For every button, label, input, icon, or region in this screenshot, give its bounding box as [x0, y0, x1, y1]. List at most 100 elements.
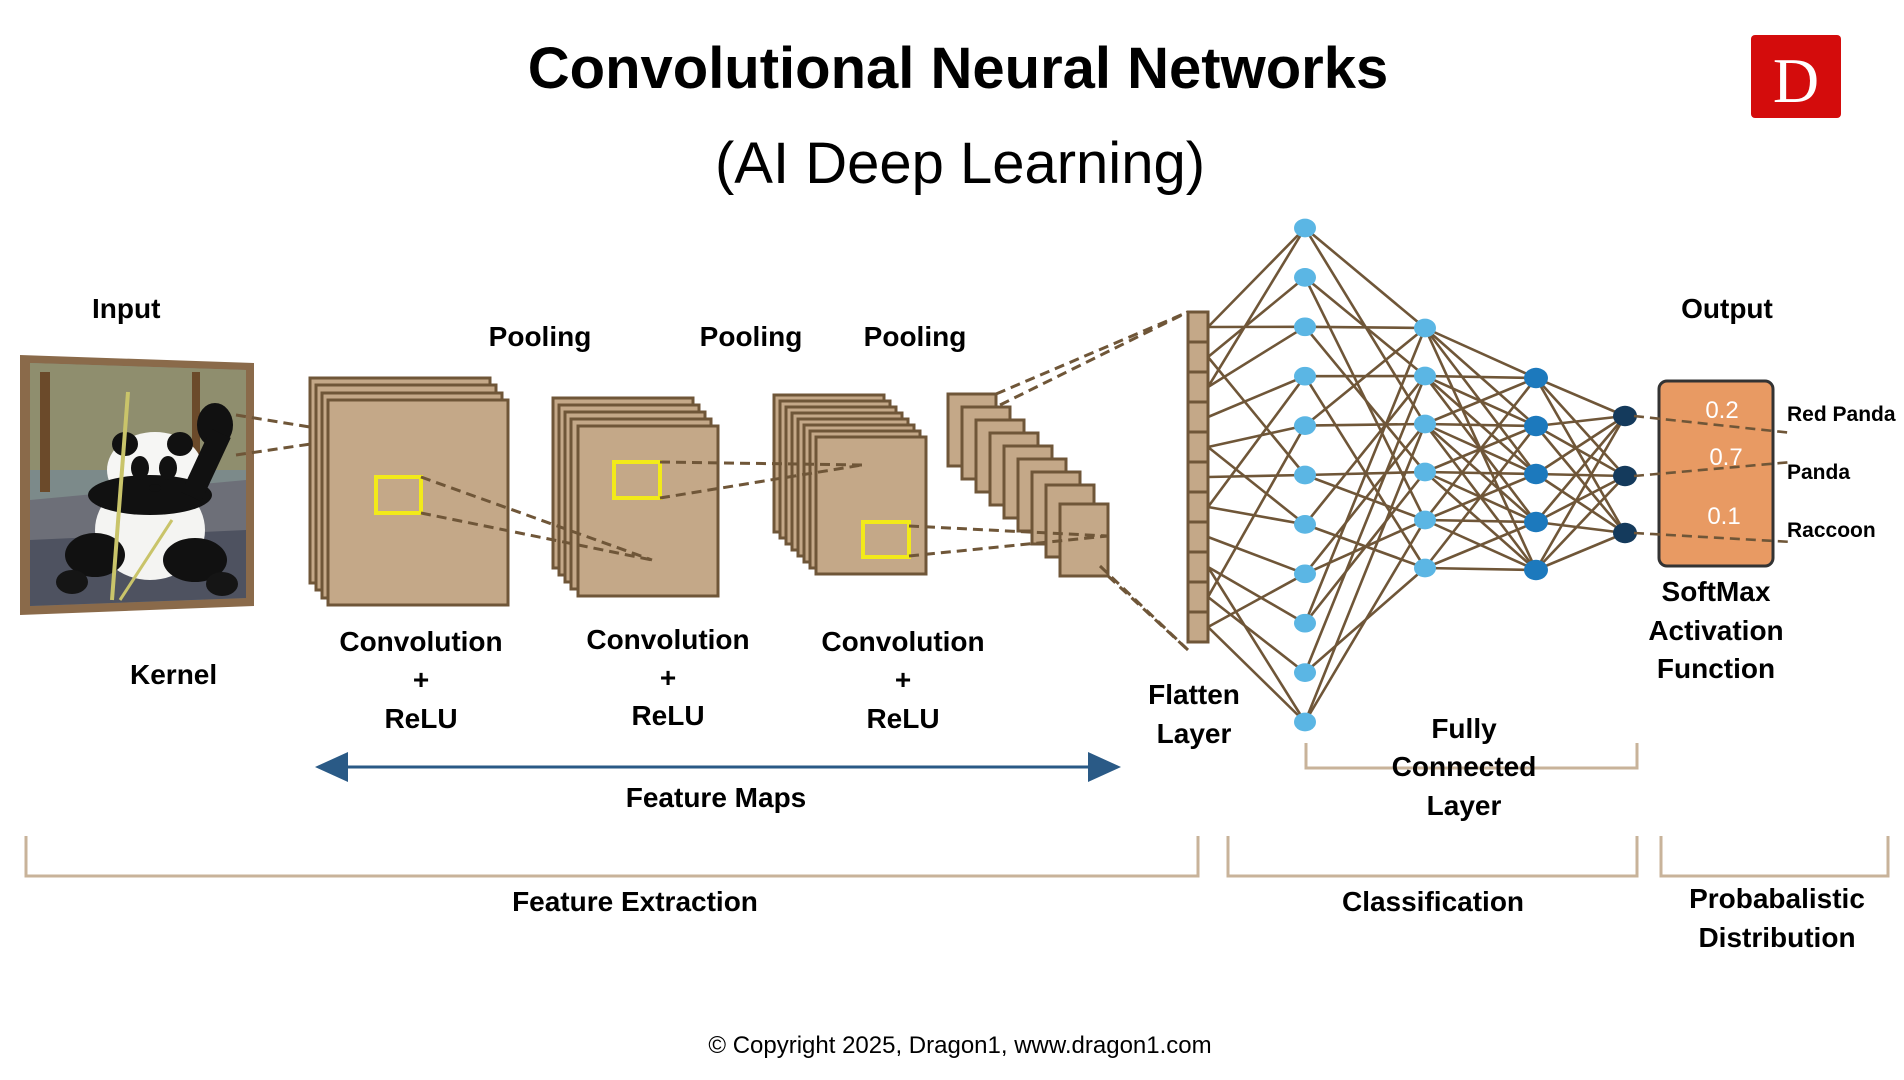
- flatten-cell: [1186, 460, 1210, 494]
- flatten-cell: [1186, 370, 1210, 404]
- classification-label: Classification: [1342, 886, 1524, 917]
- output-class-red-panda: Red Panda: [1787, 403, 1896, 426]
- probabilistic-label: Probabalistic Distribution: [1689, 883, 1865, 953]
- connection-line: [1424, 422, 1537, 428]
- network-node: [1613, 465, 1637, 487]
- svg-text:+: +: [895, 664, 911, 695]
- svg-text:Probabalistic: Probabalistic: [1689, 883, 1865, 914]
- network-node: [1294, 366, 1316, 386]
- connection-line: [1207, 565, 1306, 625]
- svg-text:Convolution: Convolution: [339, 626, 502, 657]
- connection-line: [1535, 414, 1626, 428]
- network-node: [1414, 318, 1436, 338]
- svg-text:Convolution: Convolution: [586, 624, 749, 655]
- network-node: [1294, 712, 1316, 732]
- connection-line: [1535, 414, 1626, 476]
- input-label: Input: [92, 293, 160, 324]
- feature-map-stack-4: [946, 392, 1110, 578]
- pooling-label-2: Pooling: [700, 321, 803, 352]
- network-node: [1414, 414, 1436, 434]
- connection-line: [1535, 425, 1626, 534]
- connection-line: [1303, 375, 1427, 674]
- connection-line: [1207, 595, 1306, 674]
- feature-map-stack-3: [772, 393, 928, 576]
- network-node: [1524, 463, 1548, 485]
- connection-line: [1207, 505, 1306, 526]
- network-node: [1414, 558, 1436, 578]
- conv-label-1: Convolution + ReLU: [339, 626, 502, 734]
- connection-line: [1303, 519, 1427, 723]
- network-nodes: [1294, 218, 1637, 732]
- network-node: [1613, 522, 1637, 544]
- feature-extraction-bracket: [24, 836, 1200, 878]
- network-node: [1294, 268, 1316, 287]
- network-node: [1294, 663, 1316, 682]
- svg-text:Layer: Layer: [1427, 790, 1502, 821]
- connection-line: [1207, 535, 1306, 576]
- network-node: [1524, 415, 1548, 437]
- svg-text:+: +: [413, 664, 429, 695]
- svg-text:ReLU: ReLU: [384, 703, 457, 734]
- connection-line: [1206, 424, 1307, 598]
- connection-line: [1535, 474, 1626, 524]
- connection-line: [1207, 325, 1306, 389]
- output-class-panda: Panda: [1787, 461, 1850, 484]
- output-value-raccoon: 0.1: [1707, 503, 1740, 530]
- connection-line: [1206, 566, 1307, 723]
- fully-connected-bracket: [1304, 743, 1639, 770]
- svg-text:Layer: Layer: [1157, 718, 1232, 749]
- flatten-cell: [1186, 610, 1210, 644]
- network-node: [1524, 511, 1548, 533]
- connection-line: [1424, 470, 1537, 476]
- output-class-raccoon: Raccoon: [1787, 519, 1876, 542]
- flatten-label: Flatten Layer: [1148, 679, 1240, 749]
- connection-line: [1303, 423, 1427, 575]
- page-title: Convolutional Neural Networks: [528, 36, 1388, 101]
- network-node: [1294, 218, 1316, 238]
- connection-line: [1423, 377, 1538, 521]
- dragon1-logo-icon: D: [1751, 35, 1841, 118]
- conv-label-3: Convolution + ReLU: [821, 626, 984, 734]
- connection-line: [1424, 518, 1537, 524]
- connection-line: [1424, 326, 1537, 380]
- connection-line: [1207, 375, 1306, 419]
- kernel-box-1: [374, 475, 423, 515]
- connection-line: [1207, 424, 1306, 449]
- panda-photo-icon: [20, 355, 254, 615]
- svg-text:Convolution: Convolution: [821, 626, 984, 657]
- flatten-cell: [1186, 400, 1210, 434]
- connection-line: [1207, 572, 1306, 629]
- output-label: Output: [1681, 293, 1773, 324]
- input-projection-lines: [235, 413, 366, 457]
- kernel-box-3: [861, 520, 911, 559]
- network-node: [1414, 510, 1436, 530]
- fully-connected-label: Fully Connected Layer: [1392, 713, 1537, 821]
- svg-text:ReLU: ReLU: [631, 700, 704, 731]
- connection-line: [1207, 445, 1306, 526]
- flatten-cell: [1186, 490, 1210, 524]
- connection-line: [1207, 473, 1306, 479]
- connection-line: [1423, 425, 1538, 569]
- network-node: [1414, 366, 1436, 386]
- kernel-box-2: [612, 460, 662, 500]
- feature-maps-label: Feature Maps: [626, 782, 807, 813]
- connection-line: [1535, 424, 1626, 478]
- connection-line: [1206, 227, 1307, 388]
- page-subtitle: (AI Deep Learning): [715, 131, 1205, 196]
- svg-text:Function: Function: [1657, 653, 1775, 684]
- copyright-text: © Copyright 2025, Dragon1, www.dragon1.c…: [708, 1032, 1211, 1059]
- flatten-layer: [1186, 310, 1210, 644]
- feature-map-stack-1: [308, 376, 510, 607]
- svg-text:SoftMax: SoftMax: [1662, 576, 1771, 607]
- svg-text:Activation: Activation: [1648, 615, 1783, 646]
- network-node: [1294, 515, 1316, 534]
- kernel-projection-lines: [420, 310, 1190, 652]
- classification-bracket: [1226, 836, 1639, 878]
- network-node: [1294, 465, 1316, 485]
- network-node: [1294, 416, 1316, 435]
- connection-line: [1304, 326, 1426, 427]
- network-node: [1294, 317, 1316, 337]
- pooling-label-3: Pooling: [864, 321, 967, 352]
- connection-line: [1535, 472, 1626, 478]
- connection-line: [1535, 376, 1626, 418]
